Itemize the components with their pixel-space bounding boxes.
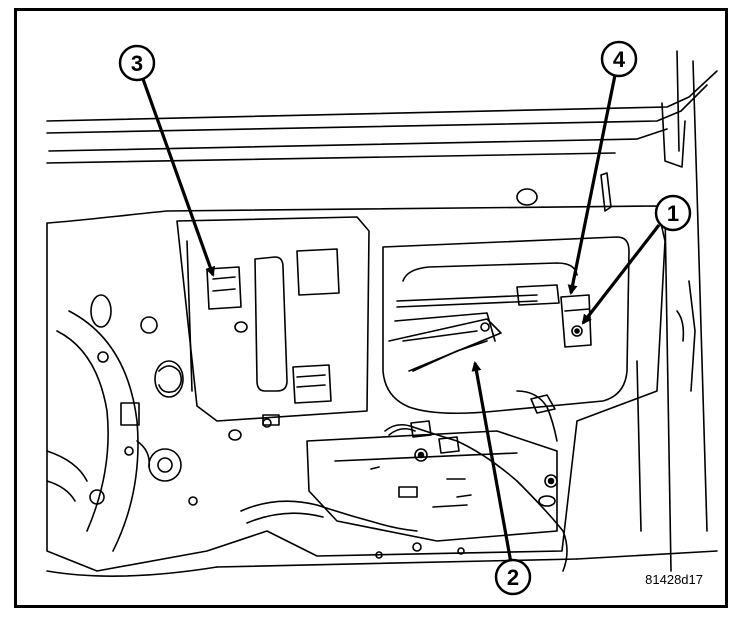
figure-frame: 1 2 3 4 81428d17 (14, 8, 728, 608)
callout-3: 3 (118, 44, 156, 82)
door-panel-illustration: 1 2 3 4 (46, 40, 718, 596)
leader-line-4 (567, 74, 617, 295)
oval-hole (154, 360, 184, 398)
callout-2: 2 (494, 558, 532, 596)
long-slot (254, 256, 288, 392)
square-opening-top (296, 248, 340, 296)
inner-door-panel (46, 205, 666, 572)
left-access-region (176, 216, 370, 422)
regulator-arm (388, 318, 502, 372)
speaker-outline (56, 330, 109, 532)
main-access-opening (382, 236, 630, 415)
callout-4: 4 (600, 40, 638, 78)
figure-id-label: 81428d17 (645, 572, 703, 587)
callout-1-label: 1 (667, 201, 679, 226)
plug-top (516, 188, 538, 206)
callout-3-label: 3 (131, 51, 143, 76)
leader-line-2 (471, 361, 513, 564)
bolt-1 (574, 328, 580, 334)
leader-line-3 (141, 78, 216, 277)
square-opening-bottom (292, 364, 332, 404)
window-bracket (560, 294, 592, 348)
callout-1: 1 (654, 194, 692, 232)
callout-2-label: 2 (507, 565, 519, 590)
motor-housing (306, 430, 558, 542)
callout-4-label: 4 (613, 47, 626, 72)
leader-line-1 (581, 224, 661, 325)
slot-3 (206, 266, 242, 310)
